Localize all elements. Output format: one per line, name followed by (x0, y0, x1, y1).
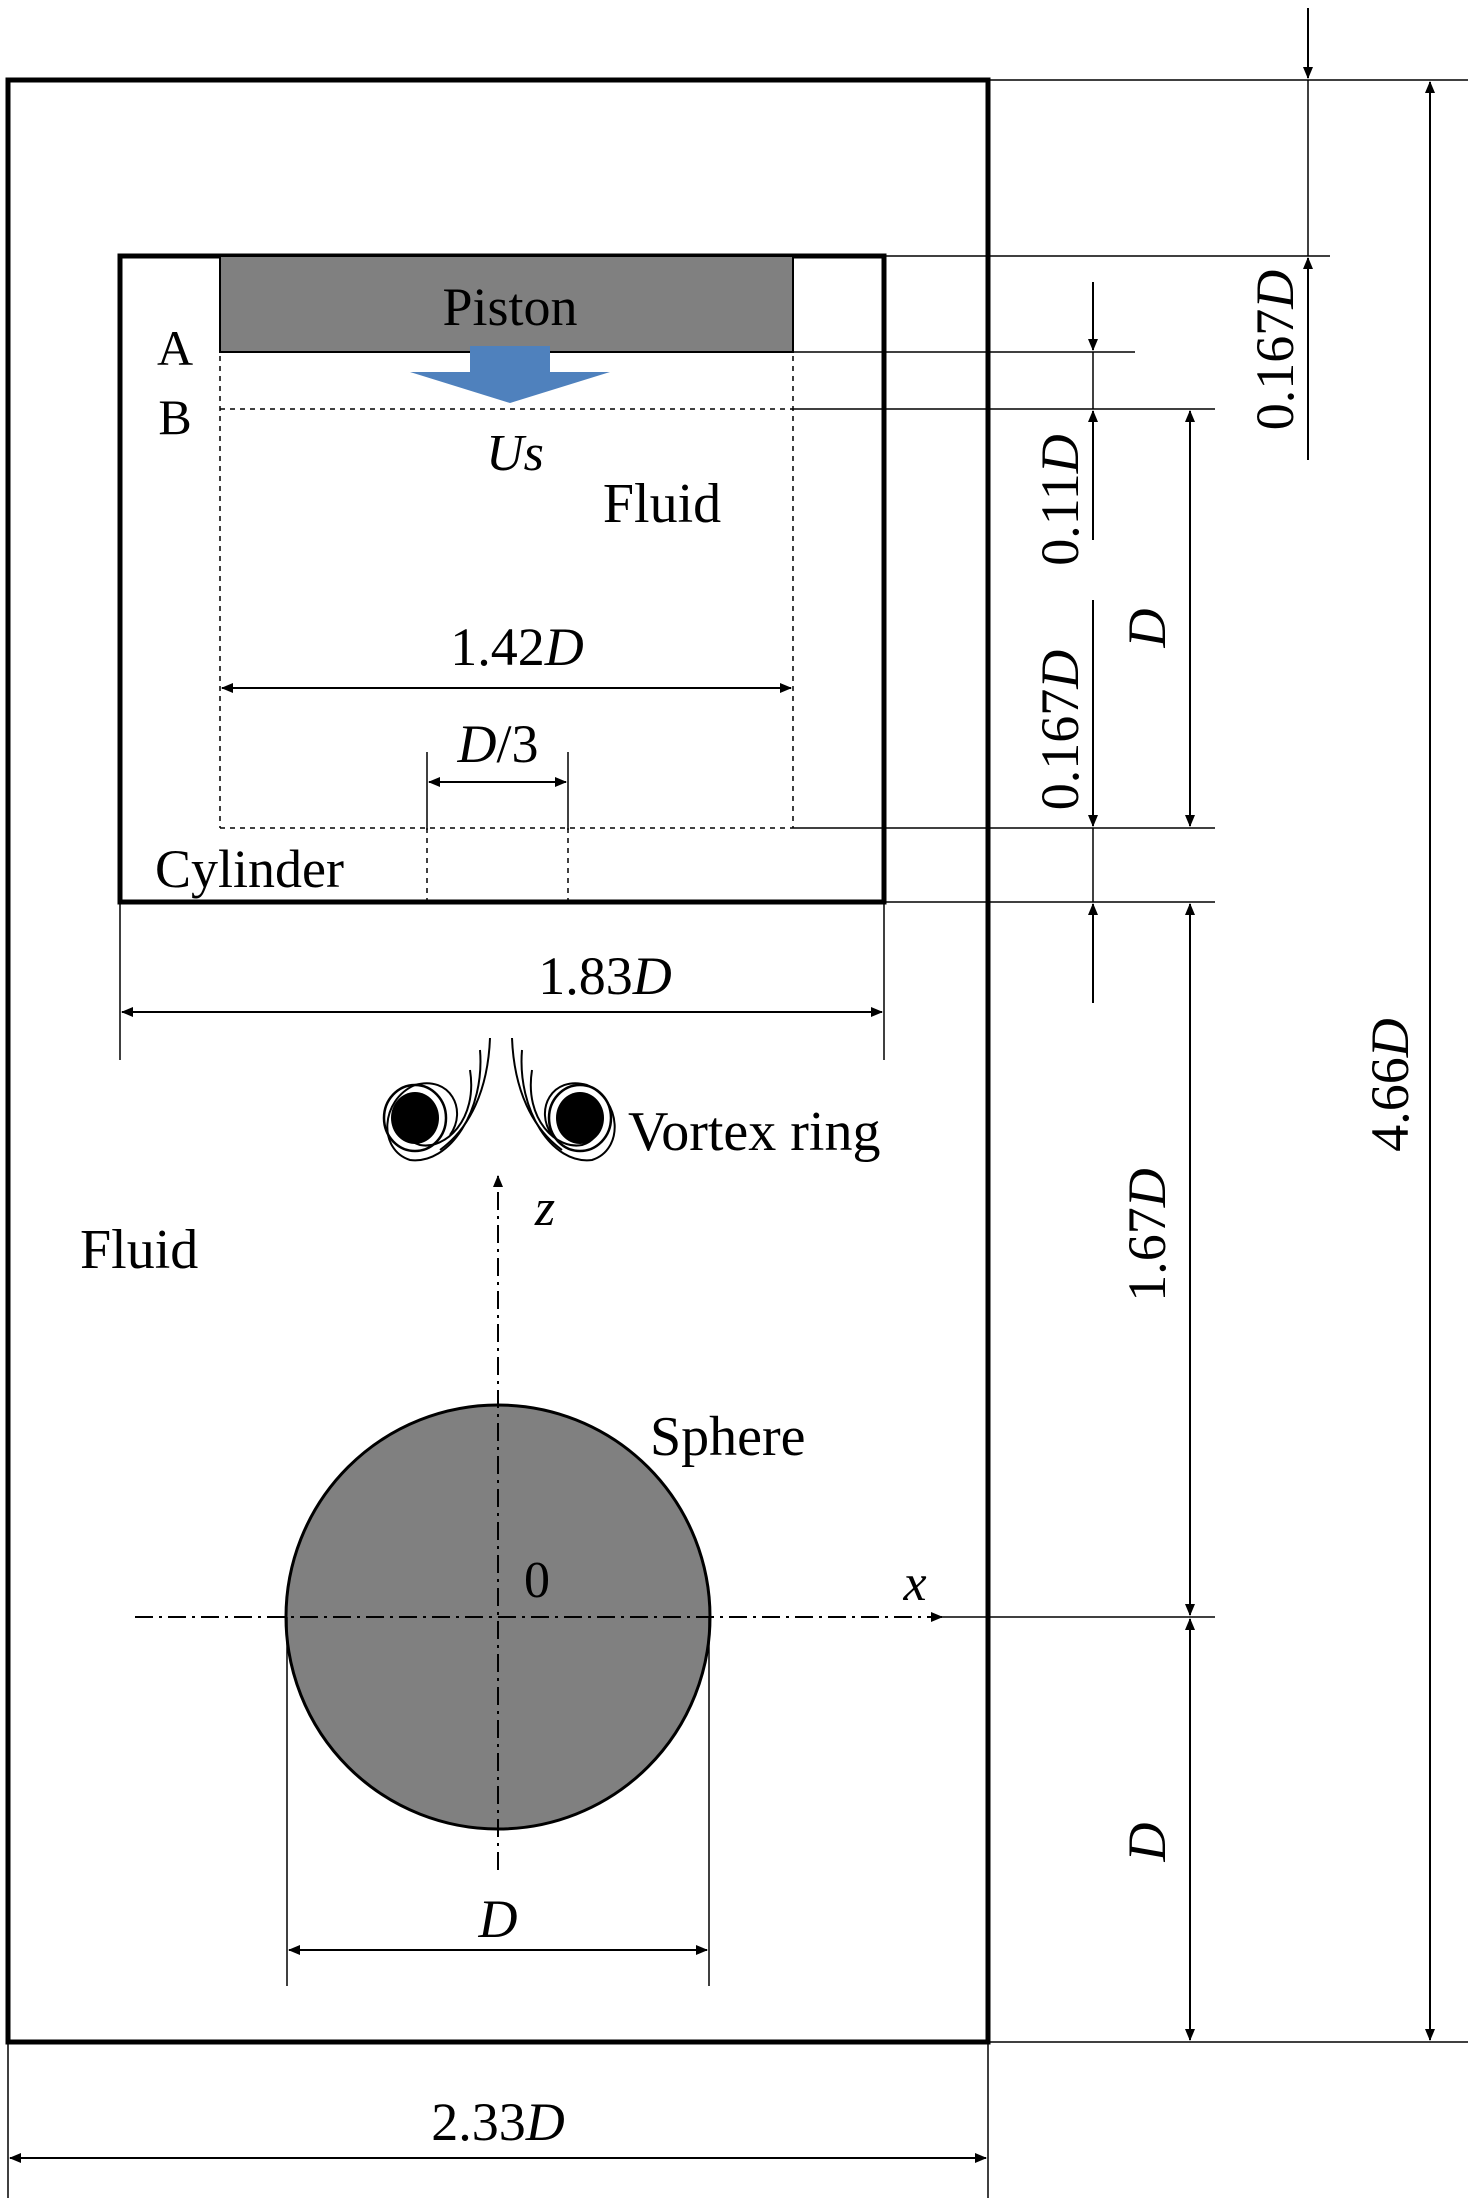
piston-label: Piston (442, 277, 577, 337)
top-gap-value: 0.167 (1245, 309, 1305, 431)
fluid-outer-label: Fluid (80, 1219, 198, 1281)
sphere-diameter-unit: D (478, 1889, 518, 1949)
cylinder-label: Cylinder (155, 839, 344, 899)
vortex-ring-label: Vortex ring (628, 1101, 881, 1163)
sphere-label: Sphere (650, 1406, 806, 1468)
center-to-bottom-unit: D (1117, 1823, 1177, 1863)
cylinder-width-unit: D (632, 946, 672, 1006)
piston-width-unit: D (544, 617, 584, 677)
z-axis-label: z (534, 1180, 555, 1237)
cylinder-to-center-value: 1.67 (1117, 1207, 1177, 1302)
nozzle-width-label: D/3 (456, 714, 538, 774)
stroke-unit: D (1030, 434, 1090, 474)
point-b-label: B (158, 389, 191, 445)
domain-height-label: 4.66D (1360, 1018, 1420, 1152)
piston-width-label: 1.42D (450, 617, 584, 677)
fluid-height-unit: D (1117, 609, 1177, 649)
bottom-gap-label: 0.167D (1030, 650, 1090, 811)
point-a-label: A (157, 320, 193, 376)
top-gap-label: 0.167D (1245, 270, 1305, 431)
domain-width-unit: D (525, 2092, 565, 2152)
sphere-diameter-label: D (478, 1889, 518, 1949)
stroke-label: 0.11D (1030, 434, 1090, 566)
right-extension-lines (793, 79, 1468, 2043)
nozzle-width-d: D (456, 714, 496, 774)
domain-height-unit: D (1360, 1018, 1420, 1058)
domain-width-value: 2.33 (431, 2092, 526, 2152)
fluid-region-outline (219, 256, 794, 902)
cylinder-to-center-label: 1.67D (1117, 1168, 1177, 1302)
domain-height-value: 4.66 (1360, 1057, 1420, 1152)
cylinder-width-value: 1.83 (538, 946, 633, 1006)
top-gap-unit: D (1245, 270, 1305, 310)
origin-label: 0 (524, 1552, 550, 1609)
cylinder-to-center-unit: D (1117, 1168, 1177, 1208)
velocity-arrow (410, 346, 610, 403)
bottom-gap-unit: D (1030, 650, 1090, 690)
velocity-label: Us (486, 425, 544, 482)
cylinder-width-label: 1.83D (538, 946, 672, 1006)
vortex-ring-icon (382, 1037, 616, 1162)
domain-boundary (5, 77, 991, 2045)
stroke-value: 0.11 (1030, 473, 1090, 566)
fluid-height-label: D (1117, 609, 1177, 649)
bottom-gap-value: 0.167 (1030, 689, 1090, 811)
fluid-inner-label: Fluid (603, 473, 721, 535)
x-axis-label: x (902, 1555, 926, 1612)
domain-width-label: 2.33D (431, 2092, 565, 2152)
piston (219, 255, 794, 353)
piston-width-value: 1.42 (450, 617, 545, 677)
center-to-bottom-label: D (1117, 1823, 1177, 1863)
nozzle-width-fraction: /3 (496, 714, 538, 774)
